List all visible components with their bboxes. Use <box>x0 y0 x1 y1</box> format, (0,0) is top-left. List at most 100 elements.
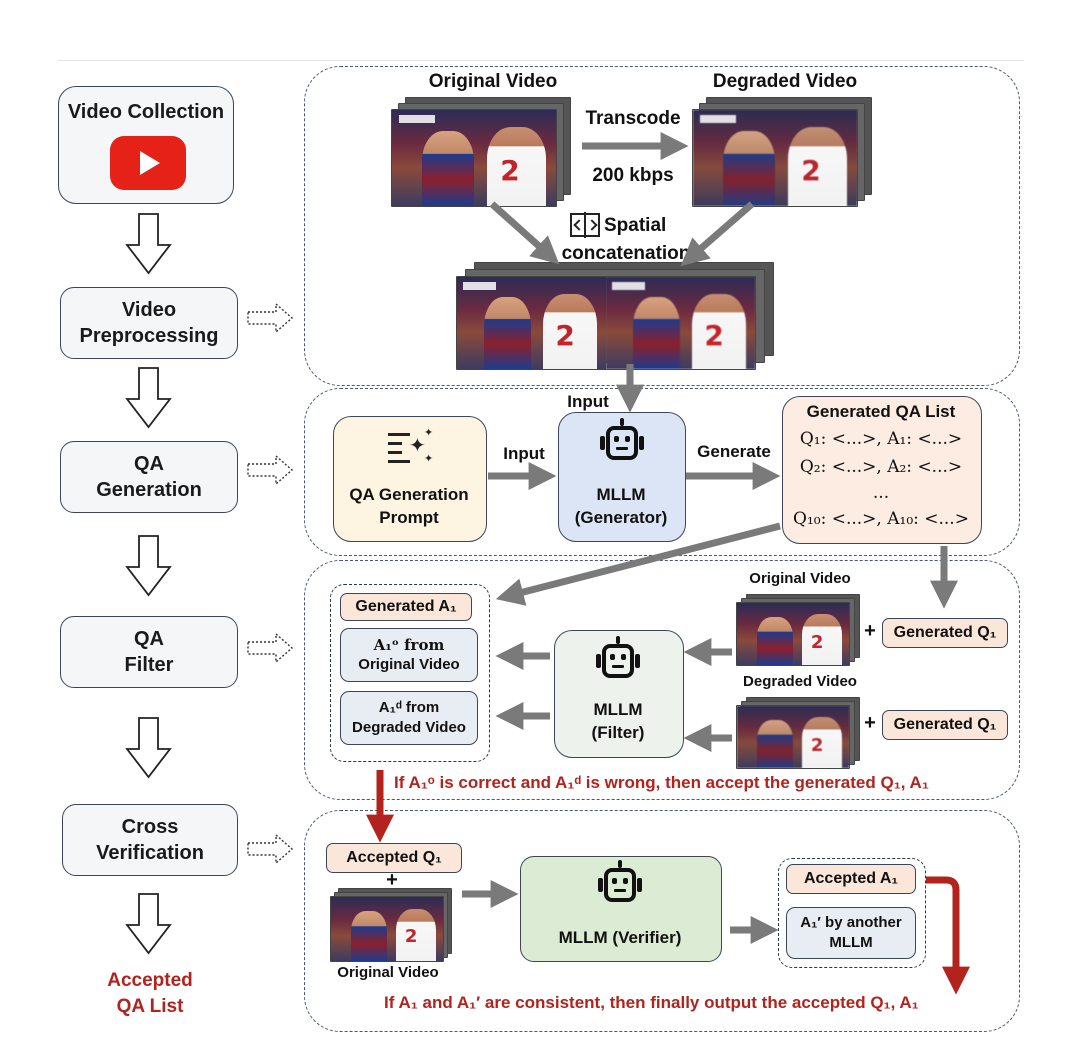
stage-label-line1: Video <box>121 299 177 321</box>
arrow-list-to-answers <box>495 522 781 606</box>
pipeline-down-arrow <box>125 893 172 955</box>
qa-list-title: Generated QA List <box>806 402 956 421</box>
tag-generated-q1-original: Generated Q₁ <box>882 618 1008 648</box>
frame-front: 2 <box>736 705 850 769</box>
panel-verification <box>304 810 1020 1032</box>
verification-original-frames: 2 <box>330 888 452 962</box>
filter-rule-text: If A₁ᵒ is correct and A₁ᵈ is wrong, then… <box>394 773 929 792</box>
stage-label-line1: QA <box>134 628 164 650</box>
top-divider <box>58 60 1024 61</box>
panel-filter <box>304 560 1020 800</box>
mllm-filter-label: MLLM (Filter) <box>554 698 682 744</box>
robot-icon <box>596 636 640 690</box>
verification-answers-group <box>778 858 926 968</box>
plus-sign: + <box>864 620 876 642</box>
mllm-filter-box <box>554 630 684 758</box>
stage-label-line1: Cross <box>121 816 179 838</box>
arrow-final-output <box>926 876 970 995</box>
mllm-label-line2: (Generator) <box>574 508 668 527</box>
label-input-arrow: Input <box>503 444 545 463</box>
spatial-concat-icon <box>570 212 600 238</box>
final-label-line1: Accepted <box>107 970 193 991</box>
original-video-frames: 2 <box>391 97 571 207</box>
qa-generation-prompt-box <box>333 416 487 542</box>
stage-qa-generation: QA Generation <box>60 441 238 513</box>
qa-row: Q₁: <...>, A₁: <...> <box>799 429 963 449</box>
qa-row: Q₁₀: <...>, A₁₀: <...> <box>793 509 969 529</box>
label-bitrate: 200 kbps <box>592 165 674 186</box>
qa-list-rows: Q₁: <...>, A₁: <...> Q₂: <...>, A₂: <...… <box>782 425 980 533</box>
note-a1o-line2: Original Video <box>358 656 460 673</box>
prompt-label-line1: QA Generation <box>349 485 469 504</box>
frame-front: 2 <box>692 109 858 207</box>
tag-generated-q1-degraded: Generated Q₁ <box>882 710 1008 740</box>
label-concatenation: concatenation <box>561 243 691 264</box>
stage-label-line2: Verification <box>96 842 204 864</box>
note-a1o-original: A₁ᵒ from Original Video <box>340 628 478 682</box>
note-a1d-degraded: A₁ᵈ from Degraded Video <box>340 691 478 745</box>
arrow-original-to-concat <box>489 201 560 265</box>
concatenated-video-frames: 2 2 <box>456 262 776 374</box>
label-degraded-video: Degraded Video <box>712 71 858 92</box>
frame-front: 2 2 <box>456 276 756 370</box>
tag-accepted-q1: Accepted Q₁ <box>326 843 462 873</box>
degraded-video-frames: 2 <box>692 97 872 207</box>
dotted-right-arrow <box>247 454 294 486</box>
note-a1prime-line2: MLLM <box>829 934 873 951</box>
note-a1o-line1: A₁ᵒ from <box>373 636 445 654</box>
tag-generated-a1: Generated A₁ <box>340 593 472 621</box>
mllm-label-line1: MLLM <box>593 700 643 719</box>
plus-sign: + <box>864 712 876 734</box>
filter-original-frames: 2 <box>736 594 860 666</box>
mllm-generator-box <box>558 412 686 542</box>
mllm-label-line2: (Filter) <box>591 723 645 742</box>
label-original-video: Original Video <box>428 71 558 92</box>
robot-icon <box>598 860 642 914</box>
frame-front: 2 <box>736 602 850 666</box>
arrow-degraded-to-concat <box>680 201 755 267</box>
pipeline-down-arrow <box>125 213 172 275</box>
dotted-right-arrow <box>247 302 294 334</box>
label-input-top: Input <box>567 392 609 411</box>
prompt-label-line2: Prompt <box>379 508 439 527</box>
dotted-right-arrow <box>247 632 294 664</box>
label-transcode: Transcode <box>585 108 681 129</box>
mllm-verifier-label: MLLM (Verifier) <box>558 928 682 947</box>
dotted-right-arrow <box>247 833 294 865</box>
youtube-icon <box>110 136 186 190</box>
panel-preprocessing <box>304 66 1020 386</box>
stage-label-line2: Generation <box>96 479 202 501</box>
filter-label-original-video: Original Video <box>749 570 851 587</box>
plus-sign: + <box>386 869 398 891</box>
note-a1prime-line1: A₁′ by another <box>800 914 902 931</box>
stage-label-line2: Filter <box>124 654 174 676</box>
pipeline-down-arrow <box>125 535 172 597</box>
stage-label-line2: Preprocessing <box>79 325 219 347</box>
label-spatial: Spatial <box>604 215 667 236</box>
filter-degraded-frames: 2 <box>736 697 860 769</box>
stage-accepted-qa-list: Accepted QA List <box>80 968 220 1020</box>
stage-qa-filter: QA Filter <box>60 616 238 688</box>
verification-label-original-video: Original Video <box>337 964 439 981</box>
pipeline-down-arrow <box>125 717 172 779</box>
frame-front: 2 <box>330 896 444 962</box>
final-label-line2: QA List <box>116 996 184 1017</box>
mllm-generator-label: MLLM (Generator) <box>558 483 684 529</box>
qa-generation-prompt-label: QA Generation Prompt <box>333 483 485 529</box>
note-a1d-line2: Degraded Video <box>352 719 466 736</box>
mllm-label-line1: MLLM <box>596 485 646 504</box>
qa-row: ... <box>872 483 890 503</box>
mllm-verifier-box <box>520 856 722 962</box>
note-a1prime: A₁′ by another MLLM <box>786 907 916 959</box>
pipeline-down-arrow <box>125 367 172 429</box>
tag-accepted-a1: Accepted A₁ <box>786 864 916 894</box>
note-a1d-line1: A₁ᵈ from <box>378 699 440 716</box>
stage-label-line1: QA <box>133 453 164 475</box>
generated-qa-list-box <box>782 396 982 544</box>
sparkle-list-icon: ✦ ✦ ✦ <box>388 428 434 468</box>
stage-video-collection-label: Video Collection <box>67 101 225 123</box>
robot-icon <box>600 418 644 472</box>
